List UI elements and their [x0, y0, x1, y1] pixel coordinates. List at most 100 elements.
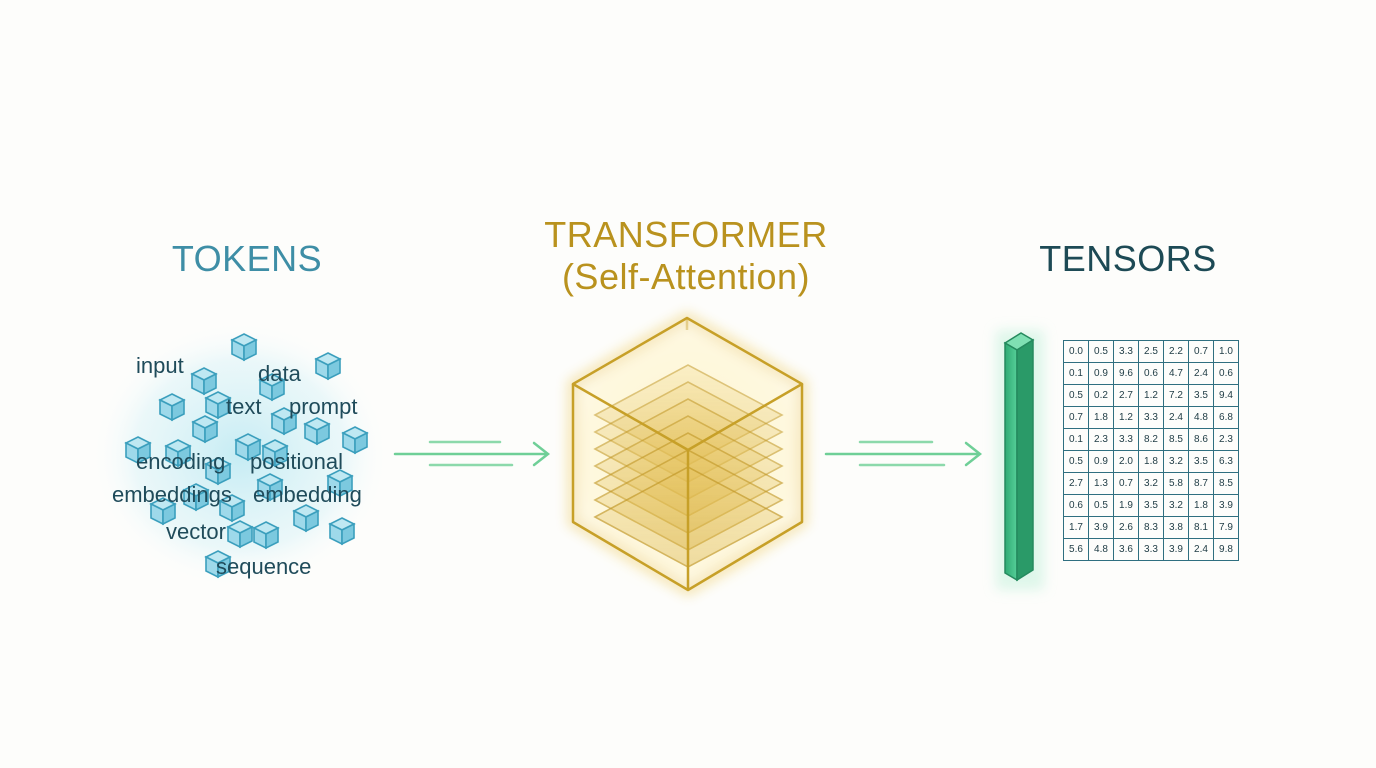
tensor-cell: 3.8: [1163, 516, 1189, 539]
tensor-cell: 9.8: [1213, 538, 1239, 561]
tensor-cell: 3.2: [1163, 494, 1189, 517]
token-word: encoding: [136, 449, 226, 474]
token-word: data: [258, 361, 301, 386]
tensor-cell: 0.0: [1063, 340, 1089, 363]
tensor-cell: 2.2: [1163, 340, 1189, 363]
tensor-cell: 1.8: [1188, 494, 1214, 517]
tensor-cell: 3.3: [1113, 340, 1139, 363]
token-cube-icon: [159, 393, 185, 421]
tensor-cell: 0.6: [1213, 362, 1239, 385]
tensor-cell: 4.7: [1163, 362, 1189, 385]
tensor-cell: 3.5: [1188, 450, 1214, 473]
tensor-cell: 2.7: [1113, 384, 1139, 407]
tensor-cell: 1.8: [1138, 450, 1164, 473]
tensor-cell: 0.9: [1088, 362, 1114, 385]
tensor-cell: 0.5: [1088, 340, 1114, 363]
tensor-cell: 9.4: [1213, 384, 1239, 407]
tensor-cell: 7.9: [1213, 516, 1239, 539]
tensor-cell: 0.5: [1063, 450, 1089, 473]
token-word: prompt: [289, 394, 358, 419]
tensor-cell: 9.6: [1113, 362, 1139, 385]
tensor-cell: 2.4: [1188, 538, 1214, 561]
tensor-cell: 1.9: [1113, 494, 1139, 517]
tensor-cell: 8.5: [1163, 428, 1189, 451]
tensor-vector-bar: [996, 330, 1044, 590]
tensor-cell: 3.6: [1113, 538, 1139, 561]
tensor-cell: 1.7: [1063, 516, 1089, 539]
tensor-cell: 6.3: [1213, 450, 1239, 473]
token-word: embeddings: [112, 482, 232, 507]
tensor-cell: 3.5: [1188, 384, 1214, 407]
tensor-cell: 6.8: [1213, 406, 1239, 429]
token-cube-icon: [231, 333, 257, 361]
arrow-tokens-to-transformer: [393, 440, 551, 467]
tensor-cell: 3.9: [1088, 516, 1114, 539]
tensor-cell: 0.9: [1088, 450, 1114, 473]
tensor-cell: 4.8: [1188, 406, 1214, 429]
tensor-cell: 3.5: [1138, 494, 1164, 517]
token-word: vector: [166, 519, 226, 544]
tensor-cell: 5.6: [1063, 538, 1089, 561]
tensor-cell: 0.5: [1063, 384, 1089, 407]
arrow-transformer-to-tensors: [824, 440, 983, 467]
tensor-cell: 3.9: [1213, 494, 1239, 517]
token-cube-icon: [304, 417, 330, 445]
tensor-cell: 3.2: [1163, 450, 1189, 473]
token-word: embedding: [253, 482, 362, 507]
tensor-cell: 4.8: [1088, 538, 1114, 561]
token-cube-icon: [329, 517, 355, 545]
tensors-heading: TENSORS: [1039, 238, 1217, 279]
tensor-cell: 1.2: [1113, 406, 1139, 429]
tensor-cell: 3.2: [1138, 472, 1164, 495]
tensor-cell: 8.3: [1138, 516, 1164, 539]
tensor-cell: 1.2: [1138, 384, 1164, 407]
tensor-cell: 0.7: [1113, 472, 1139, 495]
tensor-cell: 2.5: [1138, 340, 1164, 363]
tensor-cell: 8.5: [1213, 472, 1239, 495]
tensor-cell: 1.8: [1088, 406, 1114, 429]
tensor-cell: 0.1: [1063, 362, 1089, 385]
token-cube-icon: [293, 504, 319, 532]
tensor-cell: 2.4: [1188, 362, 1214, 385]
token-word: sequence: [216, 554, 312, 579]
tensor-cell: 3.3: [1138, 538, 1164, 561]
tensor-cell: 2.7: [1063, 472, 1089, 495]
tensor-cell: 2.0: [1113, 450, 1139, 473]
token-cube-icon: [192, 415, 218, 443]
tensor-cell: 0.7: [1188, 340, 1214, 363]
token-cube-icon: [342, 426, 368, 454]
tensor-cell: 3.3: [1113, 428, 1139, 451]
tensor-cell: 2.4: [1163, 406, 1189, 429]
transformer-heading: TRANSFORMER (Self-Attention): [486, 214, 886, 298]
tensor-cell: 2.3: [1088, 428, 1114, 451]
token-word: input: [136, 353, 184, 378]
tensor-cell: 2.3: [1213, 428, 1239, 451]
tensor-cell: 8.2: [1138, 428, 1164, 451]
tensor-cell: 5.8: [1163, 472, 1189, 495]
token-cube-icon: [253, 521, 279, 549]
token-word: text: [226, 394, 262, 419]
tensor-cell: 8.6: [1188, 428, 1214, 451]
tensor-cell: 1.0: [1213, 340, 1239, 363]
tensor-cell: 1.3: [1088, 472, 1114, 495]
transformer-title: TRANSFORMER: [544, 214, 828, 255]
token-cube-icon: [191, 367, 217, 395]
token-word: positional: [250, 449, 343, 474]
tensor-cell: 8.7: [1188, 472, 1214, 495]
transformer-cube: [548, 305, 828, 605]
tensor-cell: 0.1: [1063, 428, 1089, 451]
tensor-cell: 7.2: [1163, 384, 1189, 407]
transformer-subtitle: (Self-Attention): [561, 256, 811, 297]
